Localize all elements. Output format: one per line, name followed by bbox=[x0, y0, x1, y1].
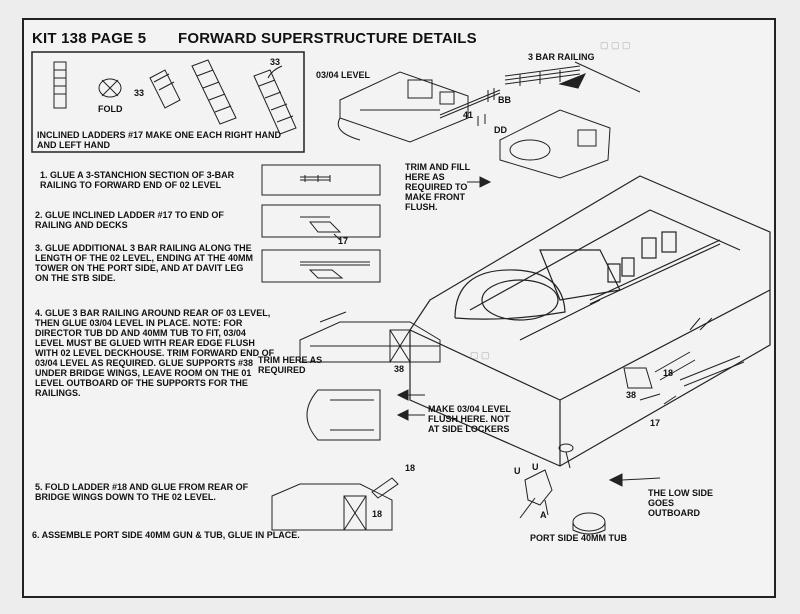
bleed-through: ▢ ▢ bbox=[470, 350, 490, 360]
page-frame bbox=[22, 18, 776, 598]
part-dd-label: DD bbox=[494, 125, 507, 135]
bleed-through: ▢ ▢ ▢ bbox=[600, 40, 631, 50]
parts-38-17-18 bbox=[623, 317, 745, 405]
three-bar-railing-label: 3 BAR RAILING bbox=[528, 52, 595, 62]
trim-here-note: TRIM HERE AS REQUIRED bbox=[258, 355, 323, 375]
railing-3-bar bbox=[504, 65, 581, 86]
bridge-wing-diagram bbox=[299, 311, 441, 363]
low-side-note: THE LOW SIDE GOES OUTBOARD bbox=[648, 488, 713, 518]
flush-diagram bbox=[306, 389, 425, 441]
part-18-label: 18 bbox=[372, 509, 383, 519]
part-bb-label: BB bbox=[498, 95, 511, 105]
step-1-text: 1. GLUE A 3-STANCHION SECTION OF 3-BAR R… bbox=[40, 170, 235, 190]
step-diagram-1 bbox=[261, 164, 381, 196]
part-u-label: U bbox=[514, 466, 521, 476]
part-a-label: A bbox=[540, 510, 547, 520]
step-3-text: 3. GLUE ADDITIONAL 3 BAR RAILING ALONG T… bbox=[35, 243, 254, 283]
part-18-label: 18 bbox=[663, 368, 674, 378]
part-38-label: 38 bbox=[626, 390, 637, 400]
part-u-label: U bbox=[532, 462, 539, 472]
step-4-text: 4. GLUE 3 BAR RAILING AROUND REAR OF 03 … bbox=[35, 308, 275, 398]
step-5-text: 5. FOLD LADDER #18 AND GLUE FROM REAR OF… bbox=[35, 482, 249, 502]
page-title: FORWARD SUPERSTRUCTURE DETAILS bbox=[178, 30, 477, 47]
level-03-04-drawing bbox=[337, 71, 611, 179]
trim-and-fill-note: TRIM AND FILL HERE AS REQUIRED TO MAKE F… bbox=[405, 162, 470, 212]
part-number-label: 33 bbox=[134, 88, 145, 98]
fold-label: FOLD bbox=[98, 104, 123, 114]
part-38-label: 38 bbox=[394, 364, 405, 374]
part-17-label: 17 bbox=[650, 418, 661, 428]
step-6-text: 6. ASSEMBLE PORT SIDE 40MM GUN & TUB, GL… bbox=[32, 530, 300, 540]
kit-page-label: KIT 138 PAGE 5 bbox=[32, 30, 147, 47]
step-2-text: 2. GLUE INCLINED LADDER #17 TO END OF RA… bbox=[35, 210, 224, 230]
step-diagram-2 bbox=[261, 204, 381, 241]
port-40mm-tub-and-gun bbox=[519, 443, 661, 535]
instruction-arrows bbox=[467, 61, 641, 188]
ladder-inset-box bbox=[31, 51, 305, 153]
part-number-label: 33 bbox=[270, 57, 281, 67]
part-41-label: 41 bbox=[463, 110, 474, 120]
part-17-label: 17 bbox=[338, 236, 349, 246]
port-tub-label: PORT SIDE 40MM TUB bbox=[530, 533, 628, 543]
inset-caption: INCLINED LADDERS #17 MAKE ONE EACH RIGHT… bbox=[37, 130, 282, 150]
step-diagram-3 bbox=[261, 249, 381, 283]
make-flush-note: MAKE 03/04 LEVEL FLUSH HERE. NOT AT SIDE… bbox=[428, 404, 511, 434]
small-parts-bb-dd bbox=[477, 88, 495, 126]
part-18-label: 18 bbox=[405, 463, 416, 473]
inclined-ladder-drawings bbox=[53, 59, 297, 135]
ladder-18-diagram bbox=[271, 477, 399, 531]
level-03-04-label: 03/04 LEVEL bbox=[316, 70, 371, 80]
